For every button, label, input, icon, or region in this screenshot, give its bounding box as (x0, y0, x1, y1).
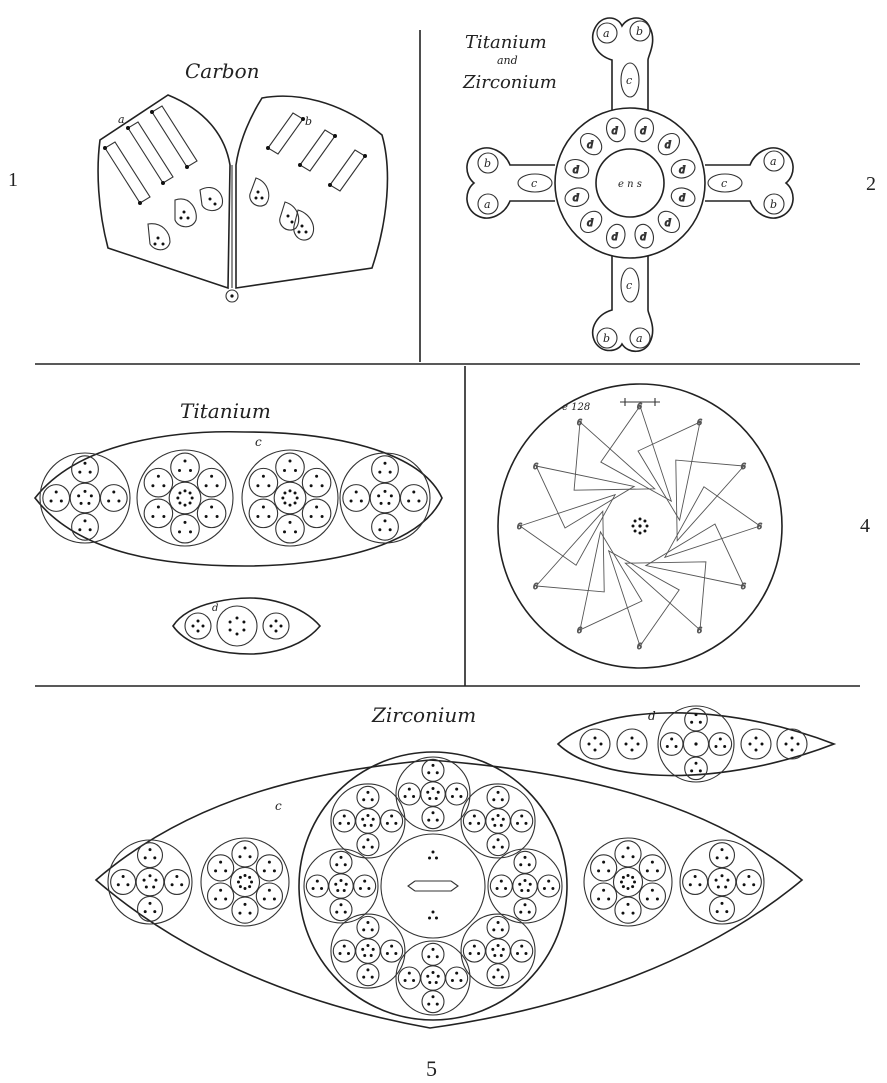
label-d: d (679, 193, 685, 204)
label-d: d (612, 232, 618, 243)
label-b: b (770, 198, 777, 211)
label-c: c (275, 799, 282, 813)
label-d: d (587, 218, 593, 229)
figure-5-zirconium: 5 Zirconium d c (96, 703, 834, 1081)
label-6: 6 (741, 582, 746, 591)
label-6: 6 (577, 626, 582, 635)
label-d: d (587, 140, 593, 151)
label-6: 6 (533, 582, 538, 591)
label-b: b (484, 157, 491, 170)
label-6: 6 (577, 418, 582, 427)
label-b: b (636, 25, 643, 38)
label-d: d (679, 165, 685, 176)
figure-5-title: Zirconium (371, 703, 476, 727)
label-c: c (531, 177, 537, 190)
figure-number-5: 5 (426, 1056, 437, 1081)
label-6: 6 (637, 402, 642, 411)
label-6: 6 (533, 462, 538, 471)
figure-1-title: Carbon (185, 59, 260, 83)
label-6: 6 (757, 522, 762, 531)
label-a: a (603, 27, 610, 40)
label-6: 6 (741, 462, 746, 471)
label-d: d (640, 126, 646, 137)
figure-2-title-line-2: and (497, 54, 518, 67)
label-6: 6 (697, 626, 702, 635)
label-b: b (305, 115, 312, 128)
figure-number-1: 1 (8, 169, 18, 191)
figure-2-title-line-3: Zirconium (462, 72, 557, 93)
label-c: c (626, 279, 632, 292)
label-c: c (626, 74, 632, 87)
label-d: d (640, 232, 646, 243)
label-d: d (573, 165, 579, 176)
label-c: c (255, 435, 262, 449)
label-6: 6 (697, 418, 702, 427)
figure-3-title: Titanium (180, 399, 271, 423)
label-6: 6 (637, 642, 642, 651)
label-c: c (721, 177, 727, 190)
label-d: d (573, 193, 579, 204)
label-a: a (770, 155, 777, 168)
panel-dividers (35, 30, 860, 686)
figure-1-carbon: 1 Carbon a b (8, 59, 387, 302)
center-label: e n s (618, 179, 642, 190)
label-a: a (484, 198, 491, 211)
figure-number-2: 2 (866, 173, 876, 195)
label-d: d (212, 603, 218, 614)
label-d: d (612, 126, 618, 137)
label-a: a (118, 113, 125, 126)
figure-number-4: 4 (860, 515, 870, 537)
label-a: a (636, 332, 643, 345)
label-e128: e 128 (562, 402, 590, 413)
label-d: d (648, 709, 656, 723)
figure-2-title-line-1: Titanium (465, 32, 547, 53)
label-b: b (603, 332, 610, 345)
label-d: d (665, 218, 671, 229)
figure-2-titanium-zirconium: 2 Titanium and Zirconium a (462, 18, 876, 351)
figure-3-titanium: Titanium c d (35, 399, 442, 654)
figure-4: 4 e 128 6 6 6 6 6 6 6 6 6 6 6 6 (498, 384, 870, 668)
label-d: d (665, 140, 671, 151)
label-6: 6 (517, 522, 522, 531)
